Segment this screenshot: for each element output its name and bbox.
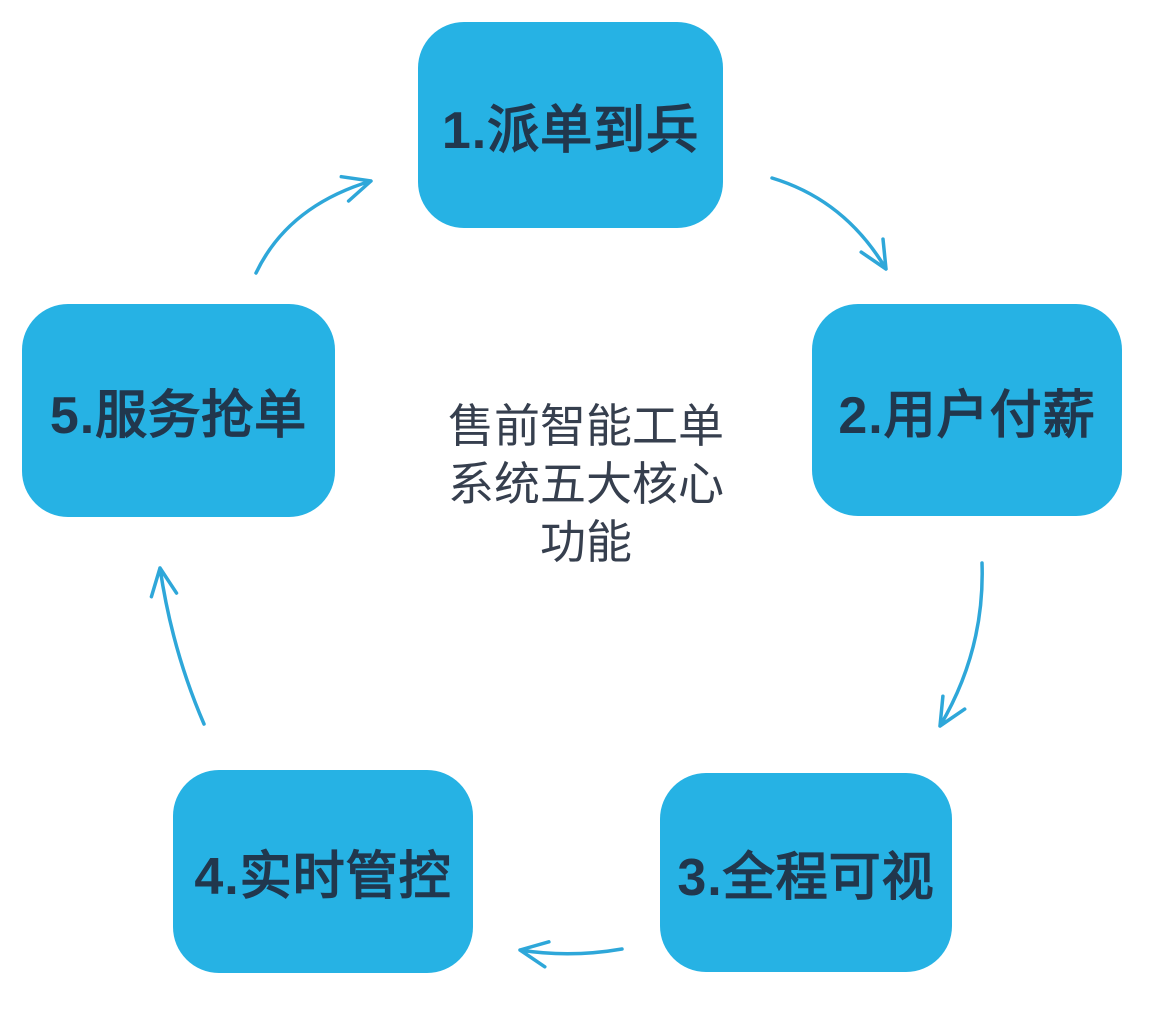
- cycle-node-5-service-grab-order: 5.服务抢单: [22, 304, 335, 517]
- center-title-line-1: 售前智能工单: [448, 401, 724, 452]
- center-title-line-2: 系统五大核心: [448, 459, 724, 510]
- arrow-step4-to-step5-icon: [149, 566, 206, 726]
- cycle-node-2-user-payment: 2.用户付薪: [812, 304, 1122, 516]
- cycle-node-4-realtime-control: 4.实时管控: [173, 770, 473, 973]
- center-title-line-3: 功能: [540, 517, 632, 568]
- node-4-label: 4.实时管控: [194, 848, 452, 906]
- arrow-step5-to-step1-icon: [254, 174, 373, 275]
- cycle-node-1-dispatch-order: 1.派单到兵: [418, 22, 723, 228]
- arrow-step2-to-step3-icon: [938, 561, 984, 728]
- cycle-node-3-full-visibility: 3.全程可视: [660, 773, 952, 972]
- node-5-label: 5.服务抢单: [49, 387, 308, 445]
- arrow-step3-to-step4-icon: [518, 940, 624, 969]
- node-2-label: 2.用户付薪: [838, 386, 1096, 445]
- center-title: 售前智能工单 系统五大核心 功能: [406, 398, 766, 572]
- node-3-label: 3.全程可视: [677, 849, 935, 907]
- arrow-step1-to-step2-icon: [770, 176, 888, 271]
- node-1-label: 1.派单到兵: [441, 101, 700, 160]
